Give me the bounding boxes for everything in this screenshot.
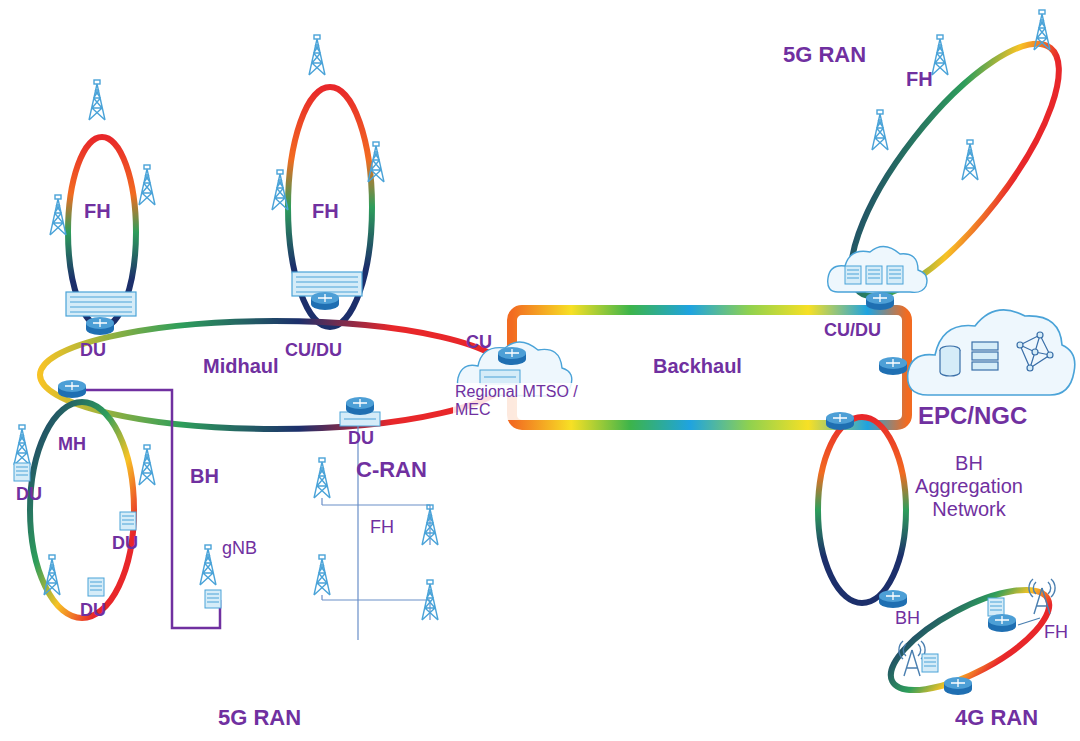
network-label: DU [16, 484, 42, 505]
network-label: 4G RAN [955, 705, 1038, 730]
network-label: FH [368, 517, 396, 538]
network-label: FH [906, 68, 933, 91]
network-label: EPC/NGC [918, 402, 1027, 430]
network-label: FH [84, 200, 111, 223]
network-label: Midhaul [203, 355, 279, 378]
network-label: DU [80, 340, 106, 361]
network-label: Regional MTSO / MEC [453, 383, 592, 420]
network-label: BH [188, 465, 221, 488]
network-label: 5G RAN [783, 42, 866, 67]
network-label: FH [1044, 622, 1068, 643]
network-label: C-RAN [356, 457, 427, 482]
network-label: CU/DU [285, 340, 342, 361]
network-label: MH [58, 434, 86, 455]
network-label: Backhaul [653, 355, 742, 378]
network-label: BH Aggregation Network [910, 452, 1028, 521]
network-label: BH [895, 608, 920, 629]
network-label: CU [466, 332, 492, 353]
network-label: 5G RAN [218, 705, 301, 730]
network-label: CU/DU [822, 320, 883, 341]
network-label: gNB [222, 538, 257, 559]
network-label: DU [112, 533, 138, 554]
network-label: DU [80, 600, 106, 621]
network-label: DU [348, 428, 374, 449]
network-label: FH [312, 200, 339, 223]
